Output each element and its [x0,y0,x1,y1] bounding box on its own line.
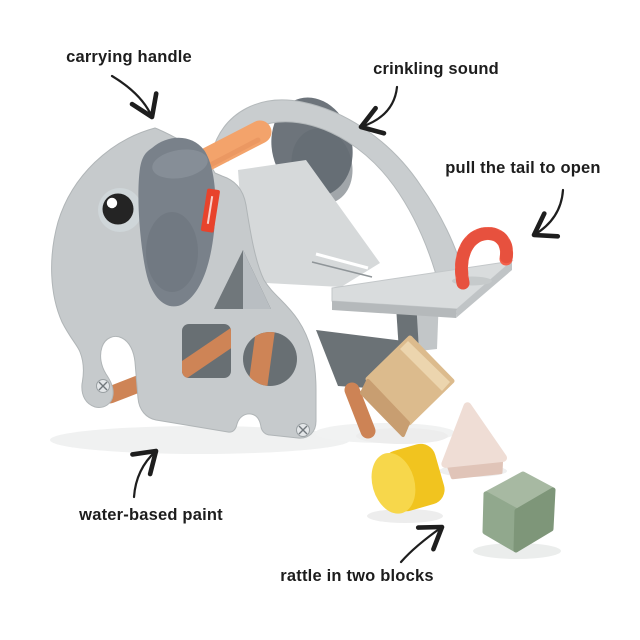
screw-front [96,379,110,393]
block-pink-prism[interactable] [440,402,508,480]
block-wood-cube[interactable] [360,335,455,437]
annotation-arrows [110,74,565,564]
arrow-pull-the-tail [531,188,565,239]
rear-wheel-dowel [344,382,376,439]
care-tag [200,188,220,233]
annotation-label-carrying-handle: carrying handle [66,47,192,66]
block-yellow-cylinder[interactable] [365,440,448,519]
arrow-water-based-paint [130,448,159,499]
eye [98,188,142,232]
arrow-carrying-handle [110,74,159,120]
braided-tail[interactable] [455,227,514,290]
round-hole[interactable] [243,326,297,392]
annotation-label-water-based-paint: water-based paint [79,505,223,524]
screw-rear [296,423,310,437]
block-green-cube[interactable] [482,471,556,553]
annotation-label-rattle-in-two-blocks: rattle in two blocks [280,566,434,585]
crinkle-ear-near[interactable] [138,137,216,307]
arrow-rattle-blocks [399,524,445,564]
arrow-crinkling-sound [358,85,399,136]
back-lid [238,160,380,287]
triangle-hole[interactable] [214,250,271,309]
square-hole[interactable] [178,324,234,378]
annotation-label-pull-the-tail: pull the tail to open [445,158,601,177]
annotation-label-crinkling-sound: crinkling sound [373,59,499,78]
